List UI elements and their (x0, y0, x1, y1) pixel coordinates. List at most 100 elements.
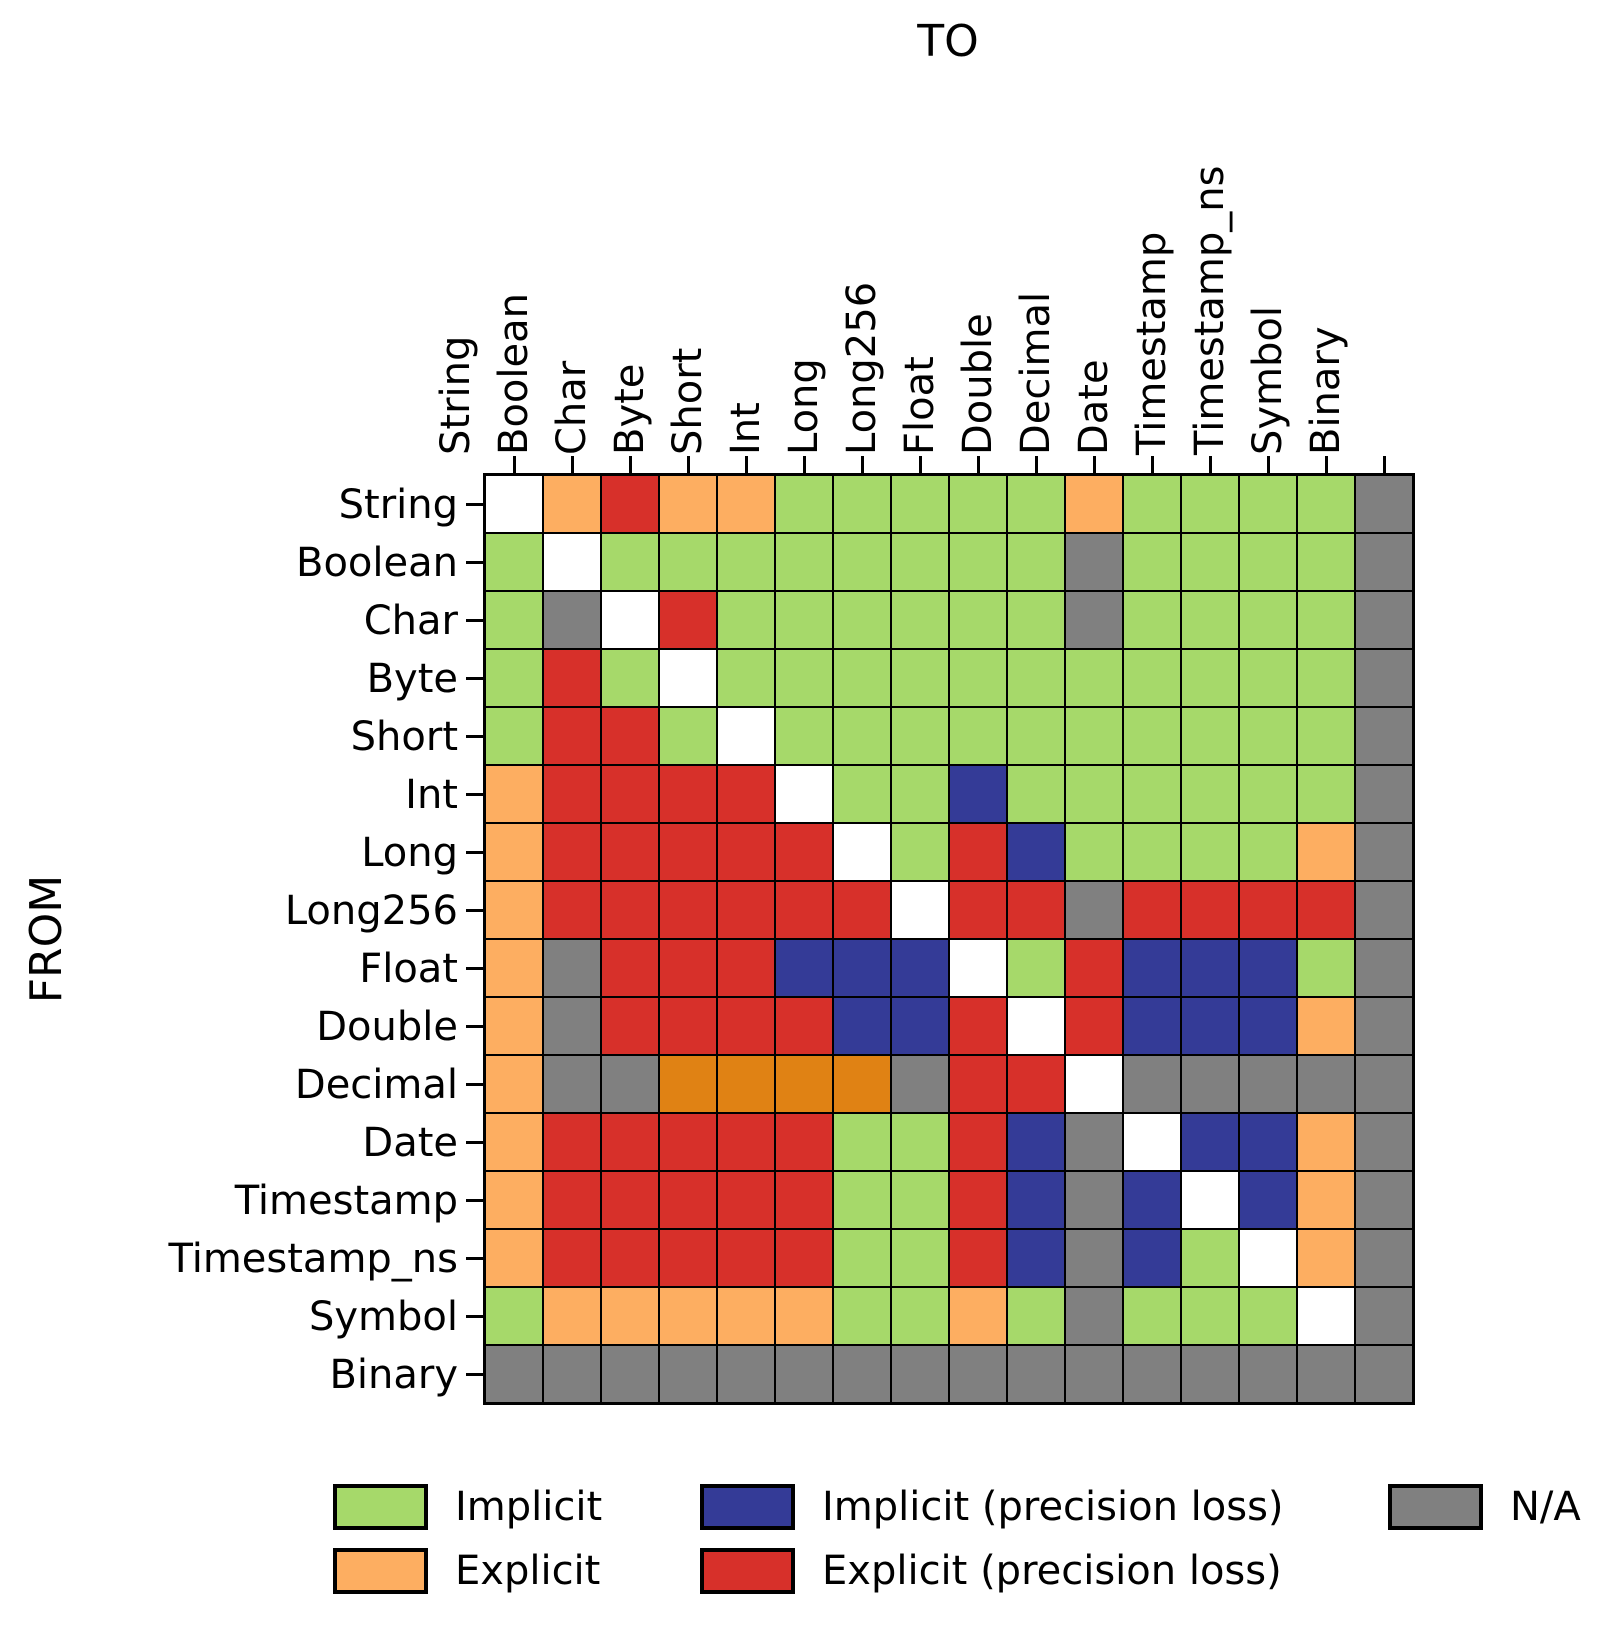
heatmap-cell (1124, 1172, 1180, 1228)
heatmap-cell (718, 1114, 774, 1170)
heatmap-cell (776, 476, 832, 532)
heatmap-cell (1008, 766, 1064, 822)
heatmap-cell (1066, 940, 1122, 996)
y-tick (466, 735, 483, 738)
legend-label-i: Implicit (455, 1484, 603, 1530)
heatmap-cell (544, 534, 600, 590)
heatmap-cell (544, 1230, 600, 1286)
heatmap-cell (718, 882, 774, 938)
heatmap-cell (602, 1346, 658, 1402)
x-tick (919, 456, 922, 473)
heatmap-cell (1298, 1056, 1354, 1112)
heatmap-cell (1124, 1114, 1180, 1170)
heatmap-cell (892, 766, 948, 822)
heatmap-cell (718, 1346, 774, 1402)
heatmap-cell (1008, 1346, 1064, 1402)
heatmap-cell (486, 766, 542, 822)
heatmap-cell (1356, 882, 1412, 938)
heatmap-cell (892, 1114, 948, 1170)
heatmap-cell (950, 998, 1006, 1054)
heatmap-cell (660, 1172, 716, 1228)
heatmap-cell (1356, 1114, 1412, 1170)
y-tick (466, 851, 483, 854)
y-tick (466, 1025, 483, 1028)
heatmap-cell (950, 1230, 1006, 1286)
heatmap-cell (1240, 940, 1296, 996)
heatmap-cell (1124, 650, 1180, 706)
column-label-double: Double (955, 313, 1001, 455)
heatmap-cell (1124, 1056, 1180, 1112)
x-tick (1267, 456, 1270, 473)
y-tick (466, 1141, 483, 1144)
heatmap-cell (1298, 592, 1354, 648)
heatmap-cell (776, 940, 832, 996)
heatmap-cell (892, 882, 948, 938)
heatmap-cell (892, 824, 948, 880)
heatmap-cell (1298, 940, 1354, 996)
heatmap-cell (718, 766, 774, 822)
heatmap-cell (544, 766, 600, 822)
heatmap-cell (486, 940, 542, 996)
heatmap-cell (544, 882, 600, 938)
heatmap-cell (1356, 592, 1412, 648)
heatmap-cell (950, 1288, 1006, 1344)
heatmap-cell (602, 592, 658, 648)
heatmap-cell (1182, 650, 1238, 706)
heatmap-cell (660, 708, 716, 764)
heatmap-cell (1124, 476, 1180, 532)
heatmap-cell (486, 1172, 542, 1228)
heatmap-cell (1356, 824, 1412, 880)
x-tick (687, 456, 690, 473)
heatmap-cell (1356, 534, 1412, 590)
heatmap-cell (1182, 1114, 1238, 1170)
heatmap-cell (1066, 1114, 1122, 1170)
heatmap-cell (776, 1346, 832, 1402)
heatmap-cell (1066, 1172, 1122, 1228)
heatmap-cell (660, 1056, 716, 1112)
heatmap-cell (486, 824, 542, 880)
heatmap-cell (1298, 708, 1354, 764)
heatmap-cell (892, 1230, 948, 1286)
heatmap-cell (892, 1288, 948, 1344)
heatmap-cell (1124, 998, 1180, 1054)
heatmap-cell (892, 940, 948, 996)
heatmap-cell (1298, 650, 1354, 706)
y-tick (466, 503, 483, 506)
heatmap-cell (1356, 940, 1412, 996)
heatmap-cell (1298, 534, 1354, 590)
heatmap-cell (1008, 1230, 1064, 1286)
heatmap-cell (486, 534, 542, 590)
heatmap-cell (660, 592, 716, 648)
heatmap-cell (892, 1346, 948, 1402)
legend-label-ip: Implicit (precision loss) (822, 1484, 1284, 1530)
heatmap-cell (544, 1288, 600, 1344)
heatmap-cell (950, 592, 1006, 648)
heatmap-cell (602, 1056, 658, 1112)
heatmap-cell (776, 1230, 832, 1286)
heatmap-cell (1066, 476, 1122, 532)
heatmap-cell (1240, 1288, 1296, 1344)
row-label-decimal: Decimal (294, 1062, 458, 1108)
heatmap-cell (1124, 592, 1180, 648)
heatmap-cell (834, 998, 890, 1054)
heatmap-cell (1182, 766, 1238, 822)
heatmap-cell (1066, 592, 1122, 648)
row-label-double: Double (316, 1004, 458, 1050)
x-tick (861, 456, 864, 473)
heatmap-cell (718, 998, 774, 1054)
heatmap-cell (1066, 1288, 1122, 1344)
column-label-long: Long (781, 358, 827, 455)
heatmap-cell (834, 824, 890, 880)
heatmap-cell (486, 476, 542, 532)
heatmap-cell (892, 476, 948, 532)
y-tick (466, 1257, 483, 1260)
column-label-long256: Long256 (839, 281, 885, 455)
heatmap-cell (486, 592, 542, 648)
heatmap-cell (892, 998, 948, 1054)
heatmap-cell (1298, 1172, 1354, 1228)
heatmap-cell (950, 1056, 1006, 1112)
heatmap-cell (1240, 534, 1296, 590)
row-label-float: Float (359, 946, 458, 992)
heatmap-cell (486, 1288, 542, 1344)
legend-swatch-ep (700, 1548, 795, 1594)
